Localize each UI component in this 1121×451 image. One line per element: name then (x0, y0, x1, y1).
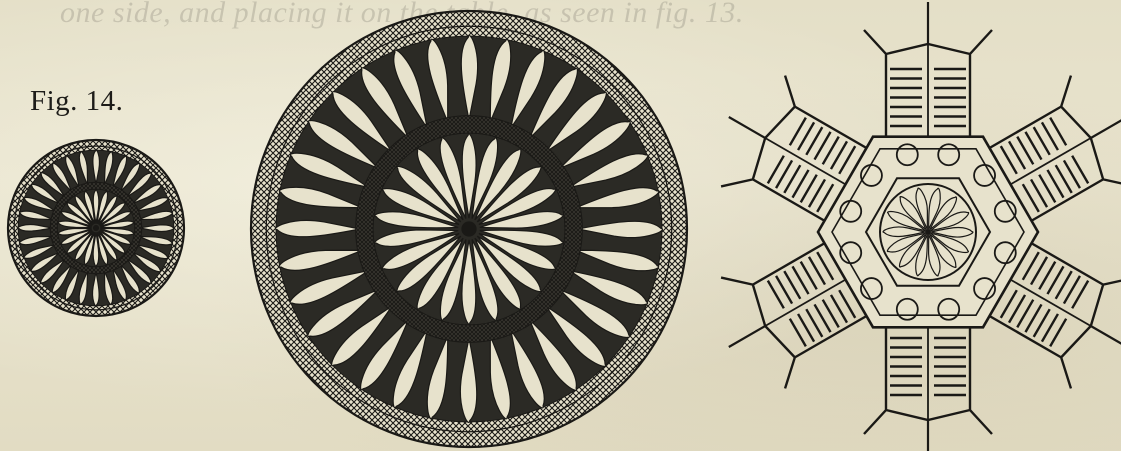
center-dot (461, 221, 476, 236)
small-rosette-illustration (8, 140, 184, 316)
hexagonal-snowflake-illustration (697, 2, 1121, 451)
arm-spine (1091, 326, 1121, 347)
arm-spine (1091, 117, 1121, 138)
daisy-center (925, 229, 931, 235)
large-rosette-illustration (251, 11, 687, 447)
snowflake-arm (864, 2, 992, 140)
arm-spine (729, 326, 765, 347)
arm-spine (729, 117, 765, 138)
snowflake-arm (864, 324, 992, 451)
center-dot (93, 225, 99, 231)
